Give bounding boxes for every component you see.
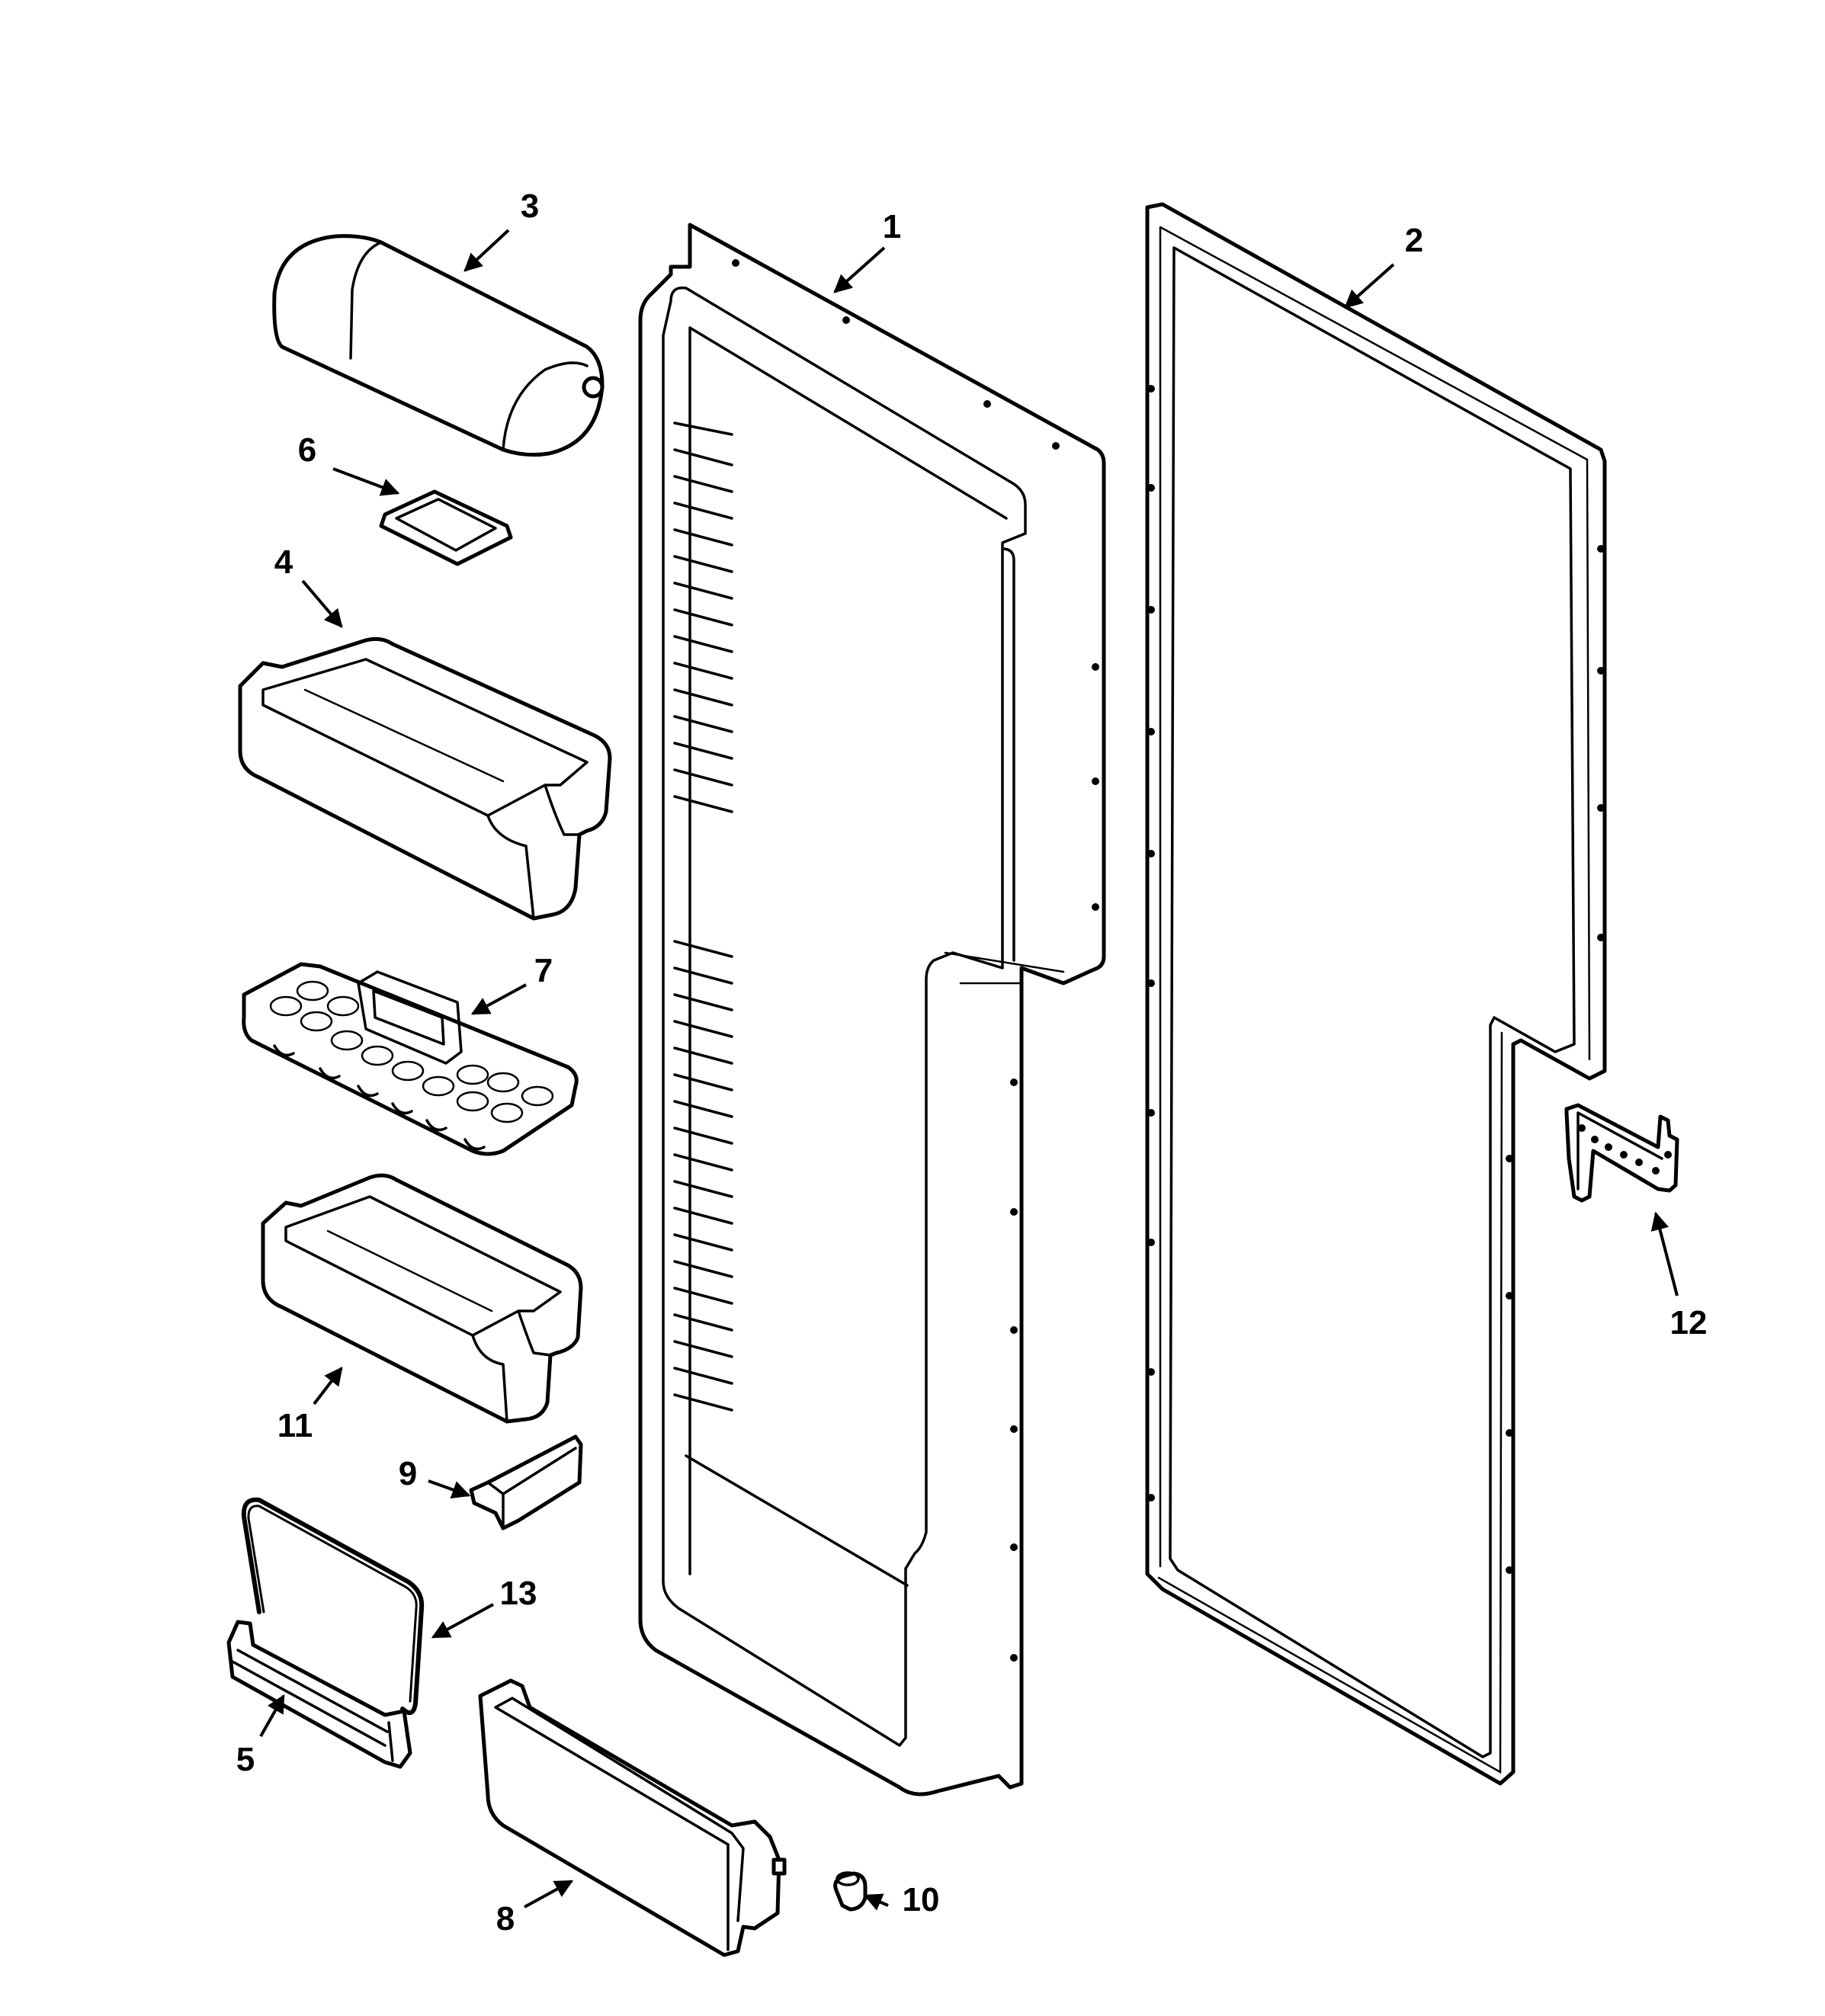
hinge-bracket-part — [1564, 1103, 1679, 1203]
hinge-bracket-holes — [1578, 1124, 1672, 1175]
dairy-door-edge — [349, 241, 589, 451]
small-tray-part — [379, 489, 513, 566]
door-bin-bottom-body — [478, 1678, 781, 1957]
egg-tray-bottoms — [273, 1044, 486, 1151]
callout-4: 4 — [274, 543, 293, 581]
door-gasket-outer — [1145, 202, 1607, 1786]
callout-6: 6 — [298, 431, 316, 469]
dairy-door-body — [272, 234, 605, 457]
leader-7 — [470, 983, 527, 1015]
door-bin-large-body — [238, 636, 612, 921]
retainer-bar-part — [226, 1620, 412, 1769]
egg-tray-body — [242, 962, 579, 1156]
leader-13 — [431, 1603, 494, 1639]
leader-10 — [863, 1893, 889, 1911]
callout-leaders — [259, 229, 1679, 1911]
door-liner-part — [638, 223, 1106, 1796]
door-liner-bottom-step — [944, 951, 1065, 1781]
callout-labels: 1 2 3 4 5 6 7 8 9 10 11 12 13 — [236, 187, 1708, 1937]
door-liner-inner-edge — [685, 326, 1015, 1587]
leader-6 — [332, 467, 400, 496]
leader-3 — [463, 229, 510, 272]
callout-11: 11 — [277, 1407, 313, 1444]
door-bin-bottom-rim — [494, 1697, 745, 1951]
egg-tray-part — [242, 962, 579, 1156]
leader-2 — [1344, 263, 1395, 309]
callout-10: 10 — [903, 1881, 940, 1918]
callout-9: 9 — [399, 1455, 417, 1492]
dairy-door-part — [272, 234, 605, 457]
door-liner-recess — [662, 286, 1027, 1747]
leader-1 — [833, 246, 886, 293]
leader-12 — [1650, 1211, 1679, 1296]
callout-2: 2 — [1405, 222, 1423, 259]
clip-body — [469, 1434, 583, 1530]
door-bin-medium-rim — [284, 1195, 562, 1423]
dairy-door-hinge-pin — [582, 376, 605, 399]
plug-part — [833, 1871, 868, 1912]
door-bin-medium-body — [261, 1173, 583, 1424]
leader-8 — [524, 1880, 574, 1909]
door-liner-shelf-ribs — [673, 421, 733, 1412]
leader-5 — [259, 1694, 285, 1737]
door-liner-mounting-holes — [732, 259, 1099, 1662]
callout-7: 7 — [534, 952, 553, 989]
door-liner-outline — [638, 223, 1106, 1796]
leader-9 — [428, 1479, 471, 1499]
clip-part — [469, 1434, 583, 1530]
leader-11 — [313, 1367, 343, 1405]
door-bin-large-part — [238, 636, 612, 921]
door-bin-bottom-part — [478, 1678, 787, 1957]
door-bin-large-rim — [261, 658, 589, 920]
callout-13: 13 — [500, 1575, 537, 1612]
wire-retainer-rod — [241, 1497, 425, 1716]
callout-8: 8 — [496, 1900, 515, 1937]
callout-3: 3 — [521, 187, 539, 225]
plug-body — [833, 1871, 868, 1912]
door-gasket-inner — [1169, 246, 1576, 1758]
callout-12: 12 — [1670, 1304, 1708, 1341]
door-bin-bottom-tab — [771, 1857, 787, 1876]
door-gasket-middle — [1157, 226, 1591, 1774]
leader-4 — [301, 579, 343, 628]
egg-tray-cups — [269, 980, 554, 1123]
callout-5: 5 — [236, 1741, 255, 1778]
egg-tray-handle — [357, 970, 463, 1065]
door-bin-medium-part — [261, 1173, 583, 1424]
door-gasket-part — [1145, 202, 1607, 1786]
door-gasket-marks — [1147, 385, 1605, 1574]
callout-1: 1 — [883, 208, 901, 245]
wire-retainer-part — [241, 1497, 425, 1716]
